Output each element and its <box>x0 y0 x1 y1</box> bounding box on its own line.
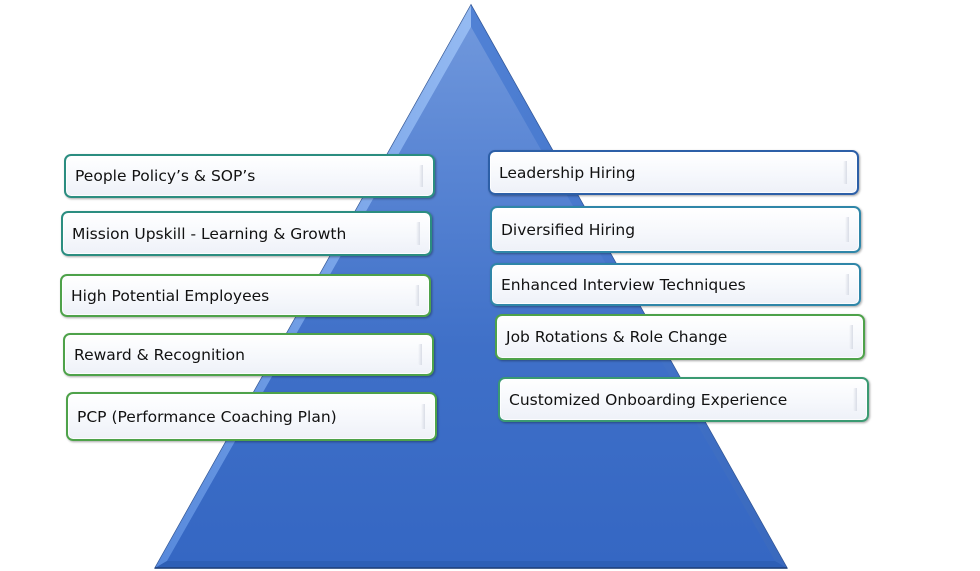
left-item-label: PCP (Performance Coaching Plan) <box>77 407 337 426</box>
left-item-label: Reward & Recognition <box>74 345 245 364</box>
left-item-pcp: PCP (Performance Coaching Plan) <box>66 392 437 441</box>
right-item-enhanced-interview: Enhanced Interview Techniques <box>490 263 861 306</box>
left-item-mission-upskill: Mission Upskill - Learning & Growth <box>61 211 432 256</box>
right-item-job-rotations: Job Rotations & Role Change <box>495 314 865 360</box>
right-item-label: Job Rotations & Role Change <box>506 328 728 346</box>
pyramid-bottom-bevel <box>155 561 787 568</box>
left-item-high-potential: High Potential Employees <box>60 274 431 317</box>
right-item-label: Diversified Hiring <box>501 220 636 239</box>
right-item-label: Enhanced Interview Techniques <box>501 275 746 294</box>
left-item-label: People Policy’s & SOP’s <box>75 167 256 185</box>
right-item-label: Customized Onboarding Experience <box>509 390 788 409</box>
left-item-label: Mission Upskill - Learning & Growth <box>72 224 347 243</box>
right-item-leadership-hiring: Leadership Hiring <box>488 150 859 195</box>
left-item-people-policy: People Policy’s & SOP’s <box>64 154 435 198</box>
right-item-onboarding: Customized Onboarding Experience <box>498 377 869 422</box>
left-item-label: High Potential Employees <box>71 286 270 305</box>
right-item-label: Leadership Hiring <box>499 163 636 182</box>
left-item-reward-recognition: Reward & Recognition <box>63 333 434 376</box>
right-item-diversified-hiring: Diversified Hiring <box>490 206 861 253</box>
